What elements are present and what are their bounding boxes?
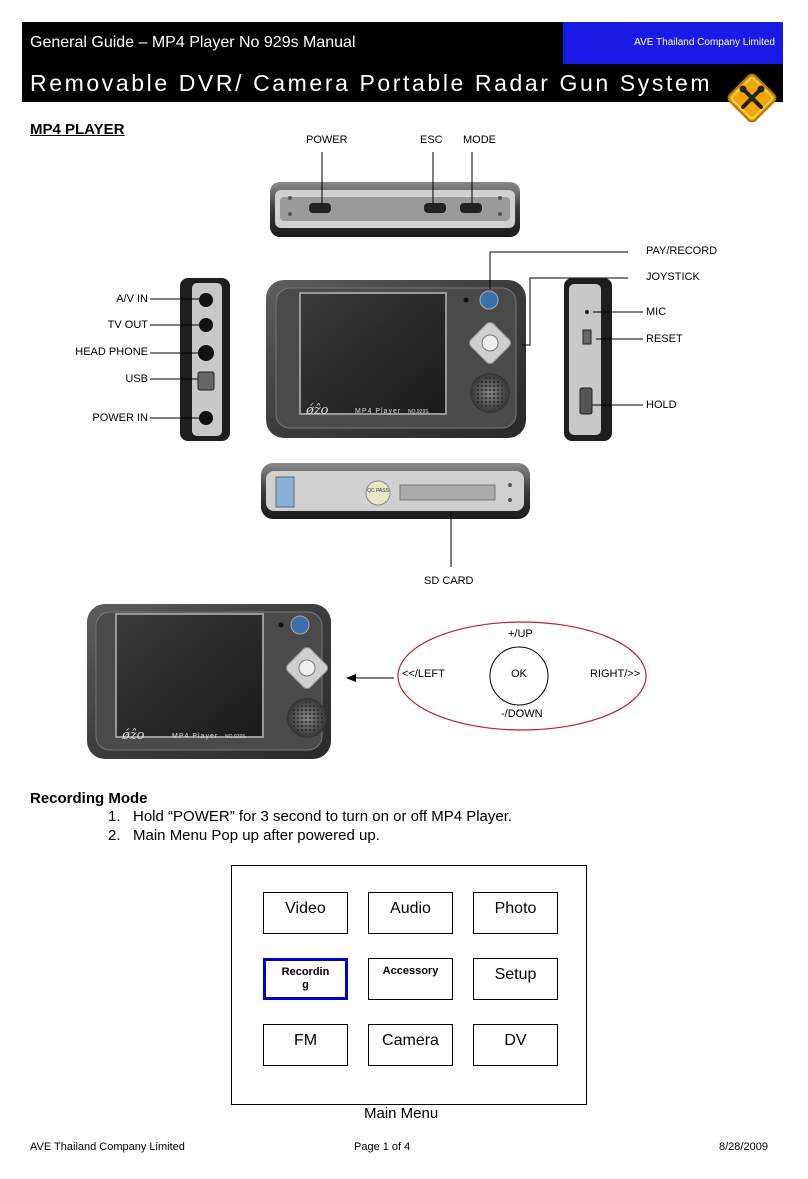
recording-step-2: 2. Main Menu Pop up after powered up. xyxy=(108,827,380,844)
device-logo-large: ǿẑo xyxy=(121,728,145,743)
label-esc: ESC xyxy=(420,134,443,146)
joystick-ellipse xyxy=(397,621,647,731)
joystick-down-label: -/DOWN xyxy=(501,708,543,720)
section-title: MP4 PLAYER xyxy=(30,121,125,138)
main-menu-caption: Main Menu xyxy=(364,1105,439,1122)
device-front-view-large: ǿẑo xyxy=(87,604,331,759)
label-usb: USB xyxy=(125,373,148,385)
menu-item-setup[interactable]: Setup xyxy=(473,958,558,1000)
menu-item-fm[interactable]: FM xyxy=(263,1024,348,1066)
footer-page: Page 1 of 4 xyxy=(354,1141,411,1153)
footer-date: 8/28/2009 xyxy=(719,1141,768,1153)
joystick-ok-label: OK xyxy=(511,668,527,680)
label-mic: MIC xyxy=(646,306,667,318)
menu-item-recording[interactable]: Recordin g xyxy=(263,958,348,1000)
arrow-left-icon xyxy=(346,674,356,682)
device-model-text-large: NO.929S xyxy=(225,734,246,740)
ok-circle xyxy=(489,646,549,706)
label-sd-card: SD CARD xyxy=(424,575,474,587)
qc-sticker-text: QC PASS xyxy=(367,488,390,494)
menu-item-video[interactable]: Video xyxy=(263,892,348,934)
guide-title: General Guide – MP4 Player No 929s Manua… xyxy=(30,34,356,51)
menu-item-dv[interactable]: DV xyxy=(473,1024,558,1066)
header-top: General Guide – MP4 Player No 929s Manua… xyxy=(22,22,783,64)
label-power: POWER xyxy=(306,134,348,146)
recording-step-1: 1. Hold “POWER” for 3 second to turn on … xyxy=(108,808,513,825)
guide-title-bar: General Guide – MP4 Player No 929s Manua… xyxy=(22,22,563,64)
system-title-bar: Removable DVR/ Camera Portable Radar Gun… xyxy=(22,64,783,102)
tools-warning-icon xyxy=(724,70,780,126)
label-joystick: JOYSTICK xyxy=(646,271,700,283)
device-right-view xyxy=(564,278,612,441)
menu-item-camera[interactable]: Camera xyxy=(368,1024,453,1066)
device-model-text: NO.929S xyxy=(408,409,429,415)
device-left-view xyxy=(180,278,230,441)
label-power-in: POWER IN xyxy=(92,412,148,424)
company-tag-bar: AVE Thailand Company Limited xyxy=(563,22,783,64)
company-tag: AVE Thailand Company Limited xyxy=(634,37,775,48)
recording-mode-title: Recording Mode xyxy=(30,790,148,807)
device-bottom-view xyxy=(261,463,530,519)
joystick-right-label: RIGHT/>> xyxy=(590,668,641,680)
joystick-up-label: +/UP xyxy=(508,628,533,640)
label-tv-out: TV OUT xyxy=(107,319,148,331)
main-menu-panel: Video Audio Photo Recordin g Accessory S… xyxy=(231,865,587,1105)
menu-item-audio[interactable]: Audio xyxy=(368,892,453,934)
device-brand-text: MP4 Player xyxy=(355,408,401,415)
device-top-view xyxy=(270,182,520,237)
label-av-in: A/V IN xyxy=(116,293,148,305)
device-logo: ǿẑo xyxy=(305,403,329,418)
menu-item-accessory[interactable]: Accessory xyxy=(368,958,453,1000)
label-reset: RESET xyxy=(646,333,683,345)
label-mode: MODE xyxy=(463,134,496,146)
joystick-left-label: <</LEFT xyxy=(402,668,445,680)
footer-company: AVE Thailand Company Limited xyxy=(30,1141,185,1153)
menu-item-photo[interactable]: Photo xyxy=(473,892,558,934)
device-brand-text-large: MP4 Player xyxy=(172,733,218,740)
device-front-view: ǿẑo xyxy=(266,280,526,438)
label-hold: HOLD xyxy=(646,399,677,411)
label-head-phone: HEAD PHONE xyxy=(75,346,148,358)
label-pay-record: PAY/RECORD xyxy=(646,245,718,257)
system-title: Removable DVR/ Camera Portable Radar Gun… xyxy=(30,70,713,96)
